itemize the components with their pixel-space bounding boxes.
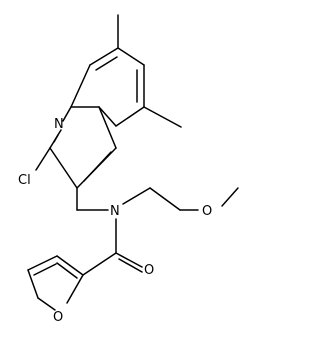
- bond-o-ch3: [221, 187, 239, 207]
- bond-c8-c7: [89, 47, 119, 66]
- bond-f-c4-c3: [27, 255, 58, 271]
- bond-c5-c4a: [115, 106, 145, 127]
- bond-f-c3-c2: [56, 255, 84, 276]
- molecule-structure: N Cl N O O O: [18, 14, 239, 325]
- bond-c8-c7-inner: [95, 56, 118, 71]
- bond-n1-c2-inner: [53, 134, 59, 143]
- atom-label-carbonyl-oxygen: O: [144, 263, 154, 278]
- methoxyethyl-chain: [122, 187, 239, 211]
- bond-c2-cl: [35, 147, 51, 171]
- bond-f-o-c5: [37, 297, 56, 311]
- bond-ch2a-ch2b: [149, 187, 181, 211]
- bond-c4-c4a: [98, 106, 117, 149]
- benzene-ring: [70, 47, 145, 127]
- atom-label-furan-oxygen: O: [53, 310, 63, 325]
- bond-c8a-n1: [62, 106, 72, 122]
- bond-co-o: [115, 252, 143, 268]
- pyridine-ring: [49, 106, 117, 189]
- bond-c7-c6: [117, 47, 145, 66]
- bond-f-c2-o: [66, 274, 84, 304]
- bond-f-c4-c3-inner: [33, 263, 57, 276]
- bond-c4a-c8a-shared: [98, 106, 117, 127]
- bond-c5-methyl: [143, 106, 182, 128]
- bond-co-o-double: [118, 258, 143, 273]
- bond-c2-c3: [49, 147, 78, 189]
- bond-f-c5-c4: [27, 269, 39, 299]
- bond-co-furan: [82, 252, 117, 276]
- furan-ring: [27, 255, 84, 311]
- atom-label-amide-nitrogen: N: [110, 204, 120, 219]
- structure-canvas: N Cl N O O O: [18, 14, 239, 325]
- bond-c8a-c8: [70, 64, 91, 108]
- atom-label-methoxy-oxygen: O: [202, 204, 212, 219]
- benzyl-linker: [76, 187, 109, 211]
- amide-group: [82, 218, 143, 276]
- bond-n-ch2a: [122, 187, 151, 205]
- methyl-groups: [117, 14, 182, 128]
- atom-label-ring-nitrogen: N: [54, 117, 64, 132]
- bond-f-c3-c2-inner: [56, 262, 78, 279]
- atom-label-chlorine: Cl: [18, 173, 31, 188]
- bond-c3-c4-inner: [83, 151, 112, 182]
